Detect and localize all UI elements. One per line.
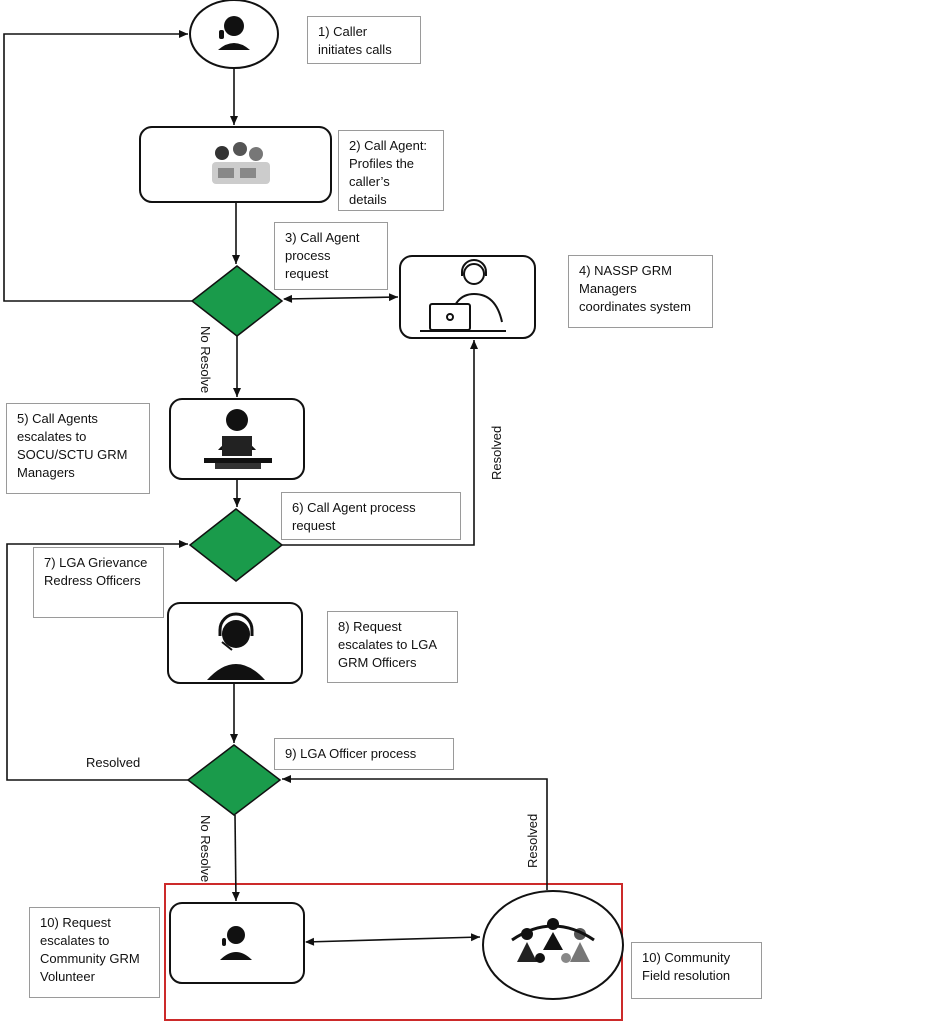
loop-back-to-caller [3,30,192,302]
step-10b-label: 10) Community Field resolution [631,942,762,999]
officer-node [167,602,303,684]
volunteer-node [169,902,305,984]
step-3-label: 3) Call Agent process request [274,222,388,290]
headset-agent-icon [204,409,272,469]
decision-diamond-3 [186,744,282,816]
edge-label-resolved-1: Resolved [489,425,504,480]
step-10a-label: 10) Request escalates to Community GRM V… [29,907,160,998]
caller-node [189,0,279,69]
connectors [3,30,548,946]
step-1-label: 1) Caller initiates calls [307,16,421,64]
resolved-loop-to-decision2 [6,540,188,781]
edge-label-no-resolve-1: No Resolve [198,326,213,394]
community-circle-icon [511,918,595,963]
volunteer-icon [220,926,252,960]
step-8-label: 8) Request escalates to LGA GRM Officers [327,611,458,683]
community-node [482,890,624,1000]
step-2-label: 2) Call Agent: Profiles the caller’s det… [338,130,444,211]
resolved-to-laptop [282,340,478,546]
step-7-label: 7) LGA Grievance Redress Officers [33,547,164,618]
step-4-label: 4) NASSP GRM Managers coordinates system [568,255,713,328]
caller-icon [218,16,250,50]
decision-diamond-2 [188,508,284,582]
arrow-decision3-to-10 [231,814,240,902]
step-9-label: 9) LGA Officer process [274,738,454,770]
officer-headset-icon [207,612,265,680]
laptop-agent-icon [420,259,506,332]
call-center-icon [212,142,270,184]
edge-label-resolved-2: Resolved [86,755,141,770]
arrow-decision1-laptop [283,293,399,303]
edge-label-resolved-3: Resolved [525,813,540,868]
laptop-agent-node [399,255,536,339]
headset-agent-node [169,398,305,480]
edge-label-no-resolve-2: No Resolve [198,815,213,883]
arrow-10-community [305,933,481,946]
resolved-community-to-decision3 [282,775,548,890]
call-center-node [139,126,332,203]
step-6-label: 6) Call Agent process request [281,492,461,540]
step-5-label: 5) Call Agents escalates to SOCU/SCTU GR… [6,403,150,494]
